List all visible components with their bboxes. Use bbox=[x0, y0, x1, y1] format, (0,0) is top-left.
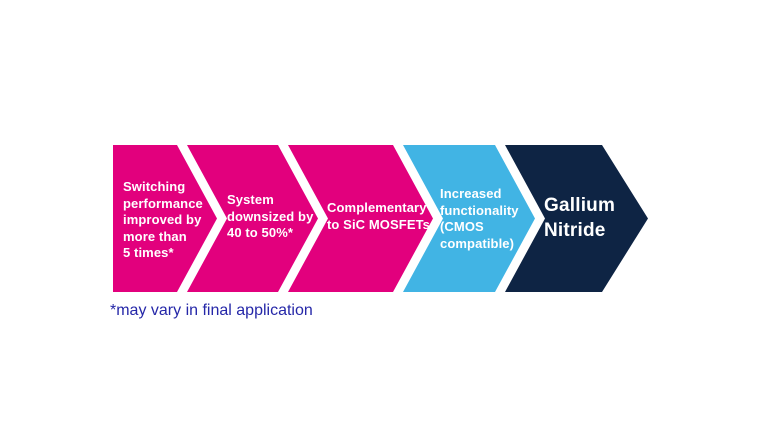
chevron-shape-step-5 bbox=[505, 145, 648, 292]
step-label-system-downsized: System downsized by 40 to 50%* bbox=[227, 192, 314, 241]
chevron-shape-step-2 bbox=[187, 145, 318, 292]
chevron-shape-step-3 bbox=[288, 145, 433, 292]
step-label-switching-performance: Switching performance improved by more t… bbox=[123, 179, 203, 261]
step-label-complementary-sic: Complementary to SiC MOSFETs bbox=[327, 200, 430, 232]
chevron-shape-step-4 bbox=[403, 145, 535, 292]
footnote-disclaimer: *may vary in final application bbox=[110, 302, 313, 319]
step-label-gallium-nitride: Gallium Nitride bbox=[544, 195, 616, 241]
chevron-shape-step-1 bbox=[113, 145, 217, 292]
step-label-increased-functionality: Increased functionality (CMOS compatible… bbox=[440, 186, 519, 251]
